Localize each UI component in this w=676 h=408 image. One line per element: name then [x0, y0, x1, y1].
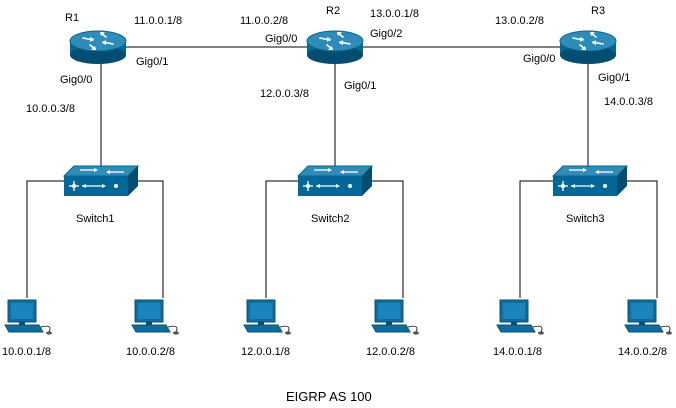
pc-12-0-0-2[interactable]: 12.0.0.2/8 — [366, 299, 420, 358]
router-label: R2 — [326, 5, 340, 17]
pc-ip-label: 12.0.0.1/8 — [241, 346, 290, 358]
pc-12-0-0-1[interactable]: 12.0.0.1/8 — [241, 299, 292, 358]
pc-icon — [624, 299, 673, 336]
router-icon — [69, 30, 127, 65]
switch-label: Switch1 — [76, 213, 115, 225]
router-icon — [559, 30, 617, 65]
r3-gig0-1-ip: 14.0.0.3/8 — [604, 96, 653, 108]
r2-gig0-0-port: Gig0/0 — [265, 33, 297, 45]
router-label: R1 — [65, 12, 79, 24]
pc-ip-label: 14.0.0.1/8 — [493, 346, 542, 358]
router-r3[interactable]: R3 — [559, 5, 617, 65]
link-switch2-pc2 — [370, 180, 404, 298]
router-r2[interactable]: R2 — [306, 5, 364, 65]
r2-gig0-2-port: Gig0/2 — [370, 28, 402, 40]
router-r1[interactable]: R1 — [65, 12, 127, 65]
pc-10-0-0-2[interactable]: 10.0.0.2/8 — [126, 299, 180, 358]
interface-labels: 11.0.0.1/8 Gig0/1 11.0.0.2/8 Gig0/0 13.0… — [26, 8, 653, 115]
r2-gig0-0-ip: 11.0.0.2/8 — [240, 15, 288, 27]
pc-14-0-0-1[interactable]: 14.0.0.1/8 — [493, 299, 545, 358]
r2-gig0-1-port: Gig0/1 — [344, 80, 376, 92]
pc-ip-label: 14.0.0.2/8 — [618, 346, 667, 358]
pc-icon — [4, 299, 53, 336]
connections — [26, 46, 658, 298]
switch-switch3[interactable]: Switch3 — [552, 165, 628, 225]
pc-ip-label: 10.0.0.1/8 — [2, 346, 51, 358]
switch-icon — [297, 165, 373, 197]
pc-icon — [243, 299, 292, 336]
switch-label: Switch3 — [566, 213, 605, 225]
router-label: R3 — [591, 5, 605, 17]
r1-gig0-1-ip: 11.0.0.1/8 — [134, 15, 182, 27]
r1-gig0-1-port: Gig0/1 — [136, 56, 168, 68]
pc-icon — [131, 299, 180, 336]
r3-gig0-0-port: Gig0/0 — [523, 53, 555, 65]
router-icon — [306, 30, 364, 65]
pc-icon — [371, 299, 420, 336]
switch-icon — [552, 165, 628, 197]
switch-switch1[interactable]: Switch1 — [63, 165, 139, 225]
link-switch1-pc2 — [136, 180, 164, 298]
link-switch3-pc2 — [625, 180, 658, 298]
diagram-caption: EIGRP AS 100 — [286, 389, 372, 404]
r1-gig0-0-ip: 10.0.0.3/8 — [26, 103, 75, 115]
pc-14-0-0-2[interactable]: 14.0.0.2/8 — [618, 299, 673, 358]
r2-gig0-1-ip: 12.0.0.3/8 — [260, 88, 309, 100]
r2-gig0-2-ip: 13.0.0.1/8 — [370, 8, 419, 20]
pc-10-0-0-1[interactable]: 10.0.0.1/8 — [2, 299, 53, 358]
pc-icon — [496, 299, 545, 336]
link-switch3-pc1 — [519, 180, 553, 298]
switch-label: Switch2 — [311, 213, 350, 225]
r3-gig0-0-ip: 13.0.0.2/8 — [495, 15, 544, 27]
link-switch1-pc1 — [26, 180, 64, 298]
pc-ip-label: 12.0.0.2/8 — [366, 346, 415, 358]
r1-gig0-0-port: Gig0/0 — [60, 74, 92, 86]
switch-icon — [63, 165, 139, 197]
pc-ip-label: 10.0.0.2/8 — [126, 346, 175, 358]
switch-switch2[interactable]: Switch2 — [297, 165, 373, 225]
r3-gig0-1-port: Gig0/1 — [598, 72, 630, 84]
link-switch2-pc1 — [265, 180, 298, 298]
